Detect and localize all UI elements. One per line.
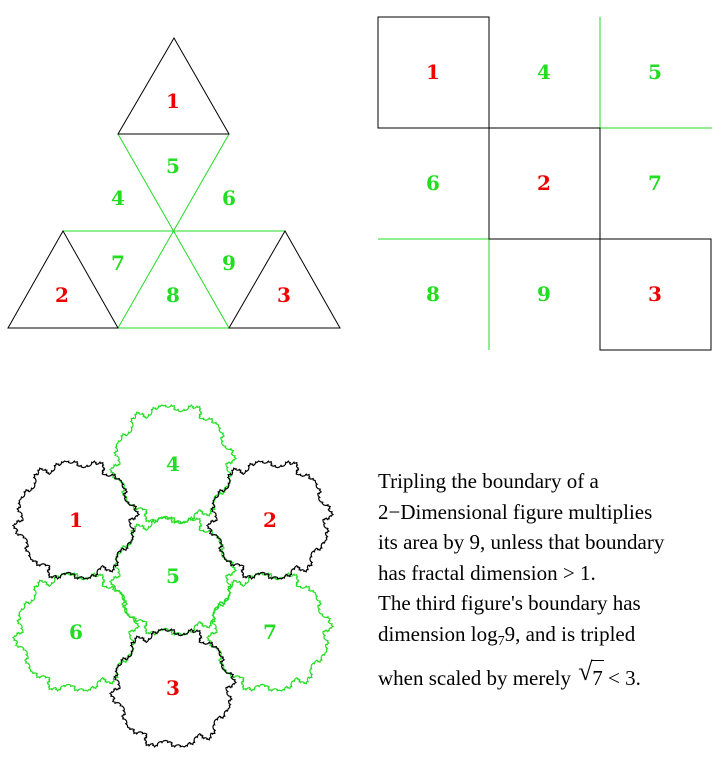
triangle-3 (228, 229, 341, 329)
sq-label-3: 3 (648, 282, 662, 306)
tri-label-1: 1 (166, 89, 180, 113)
tri-label-7: 7 (111, 251, 125, 275)
triangle-1 (117, 37, 230, 135)
sq-label-7: 7 (648, 171, 662, 195)
caption-line-3: its area by 9, unless that boundary (378, 530, 665, 554)
caption-log-suffix: 9, and is tripled (504, 621, 636, 646)
fractal-tile-7 (205, 572, 335, 692)
square-2 (488, 127, 601, 240)
sq-label-5: 5 (648, 60, 662, 84)
fractal-tile-6 (11, 572, 141, 692)
square-figure: 1 4 5 6 2 7 8 9 3 (377, 16, 712, 351)
caption-line-4: has fractal dimension > 1. (378, 560, 596, 585)
caption: Tripling the boundary of a 2−Dimensional… (378, 466, 718, 694)
sq-label-2: 2 (537, 171, 551, 195)
triangle-figure: 1 2 3 4 5 6 7 8 9 (7, 37, 341, 329)
square-1 (377, 16, 490, 129)
caption-line-2: 2−Dimensional figure multiplies (378, 499, 653, 524)
tri-label-2: 2 (55, 283, 69, 307)
sqrt-seven: √7 (578, 657, 604, 694)
fractal-label-4: 4 (166, 452, 180, 476)
tri-label-3: 3 (277, 283, 291, 307)
caption-scale-prefix: when scaled by merely (378, 666, 577, 690)
fractal-label-3: 3 (166, 676, 180, 700)
fractal-tile-2 (205, 460, 335, 580)
fractal-label-1: 1 (69, 508, 83, 532)
tri-label-9: 9 (222, 251, 236, 275)
radical-sign: √ (578, 657, 593, 686)
caption-log-base: 7 (497, 633, 505, 649)
sq-label-8: 8 (426, 282, 440, 306)
fractal-label-2: 2 (263, 508, 277, 532)
sq-label-1: 1 (426, 60, 440, 84)
tri-label-5: 5 (166, 154, 180, 178)
sq-label-9: 9 (537, 282, 551, 306)
sq-label-4: 4 (537, 60, 551, 84)
caption-line-1: Tripling the boundary of a (378, 469, 599, 493)
fractal-tile-3 (108, 628, 238, 748)
fractal-tile-1 (11, 460, 141, 580)
sq-label-6: 6 (426, 171, 440, 195)
square-3 (599, 238, 712, 351)
caption-log-prefix: dimension log (378, 621, 498, 646)
fractal-label-7: 7 (263, 620, 277, 644)
tri-label-6: 6 (222, 186, 236, 210)
radical-bar (591, 660, 604, 661)
fractal-label-5: 5 (166, 564, 180, 588)
caption-scale-suffix: < 3. (602, 666, 641, 690)
tri-label-8: 8 (166, 283, 180, 307)
fractal-label-6: 6 (69, 620, 83, 644)
radicand: 7 (592, 666, 603, 690)
caption-line-5: The third figure's boundary has (378, 591, 641, 615)
caption-line-7: when scaled by merely √7 < 3. (378, 657, 718, 694)
fractal-figure: 1 2 3 4 5 6 7 (11, 404, 335, 748)
caption-line-6: dimension log79, and is tripled (378, 619, 718, 658)
triangle-2 (7, 229, 119, 329)
tri-label-4: 4 (111, 186, 125, 210)
